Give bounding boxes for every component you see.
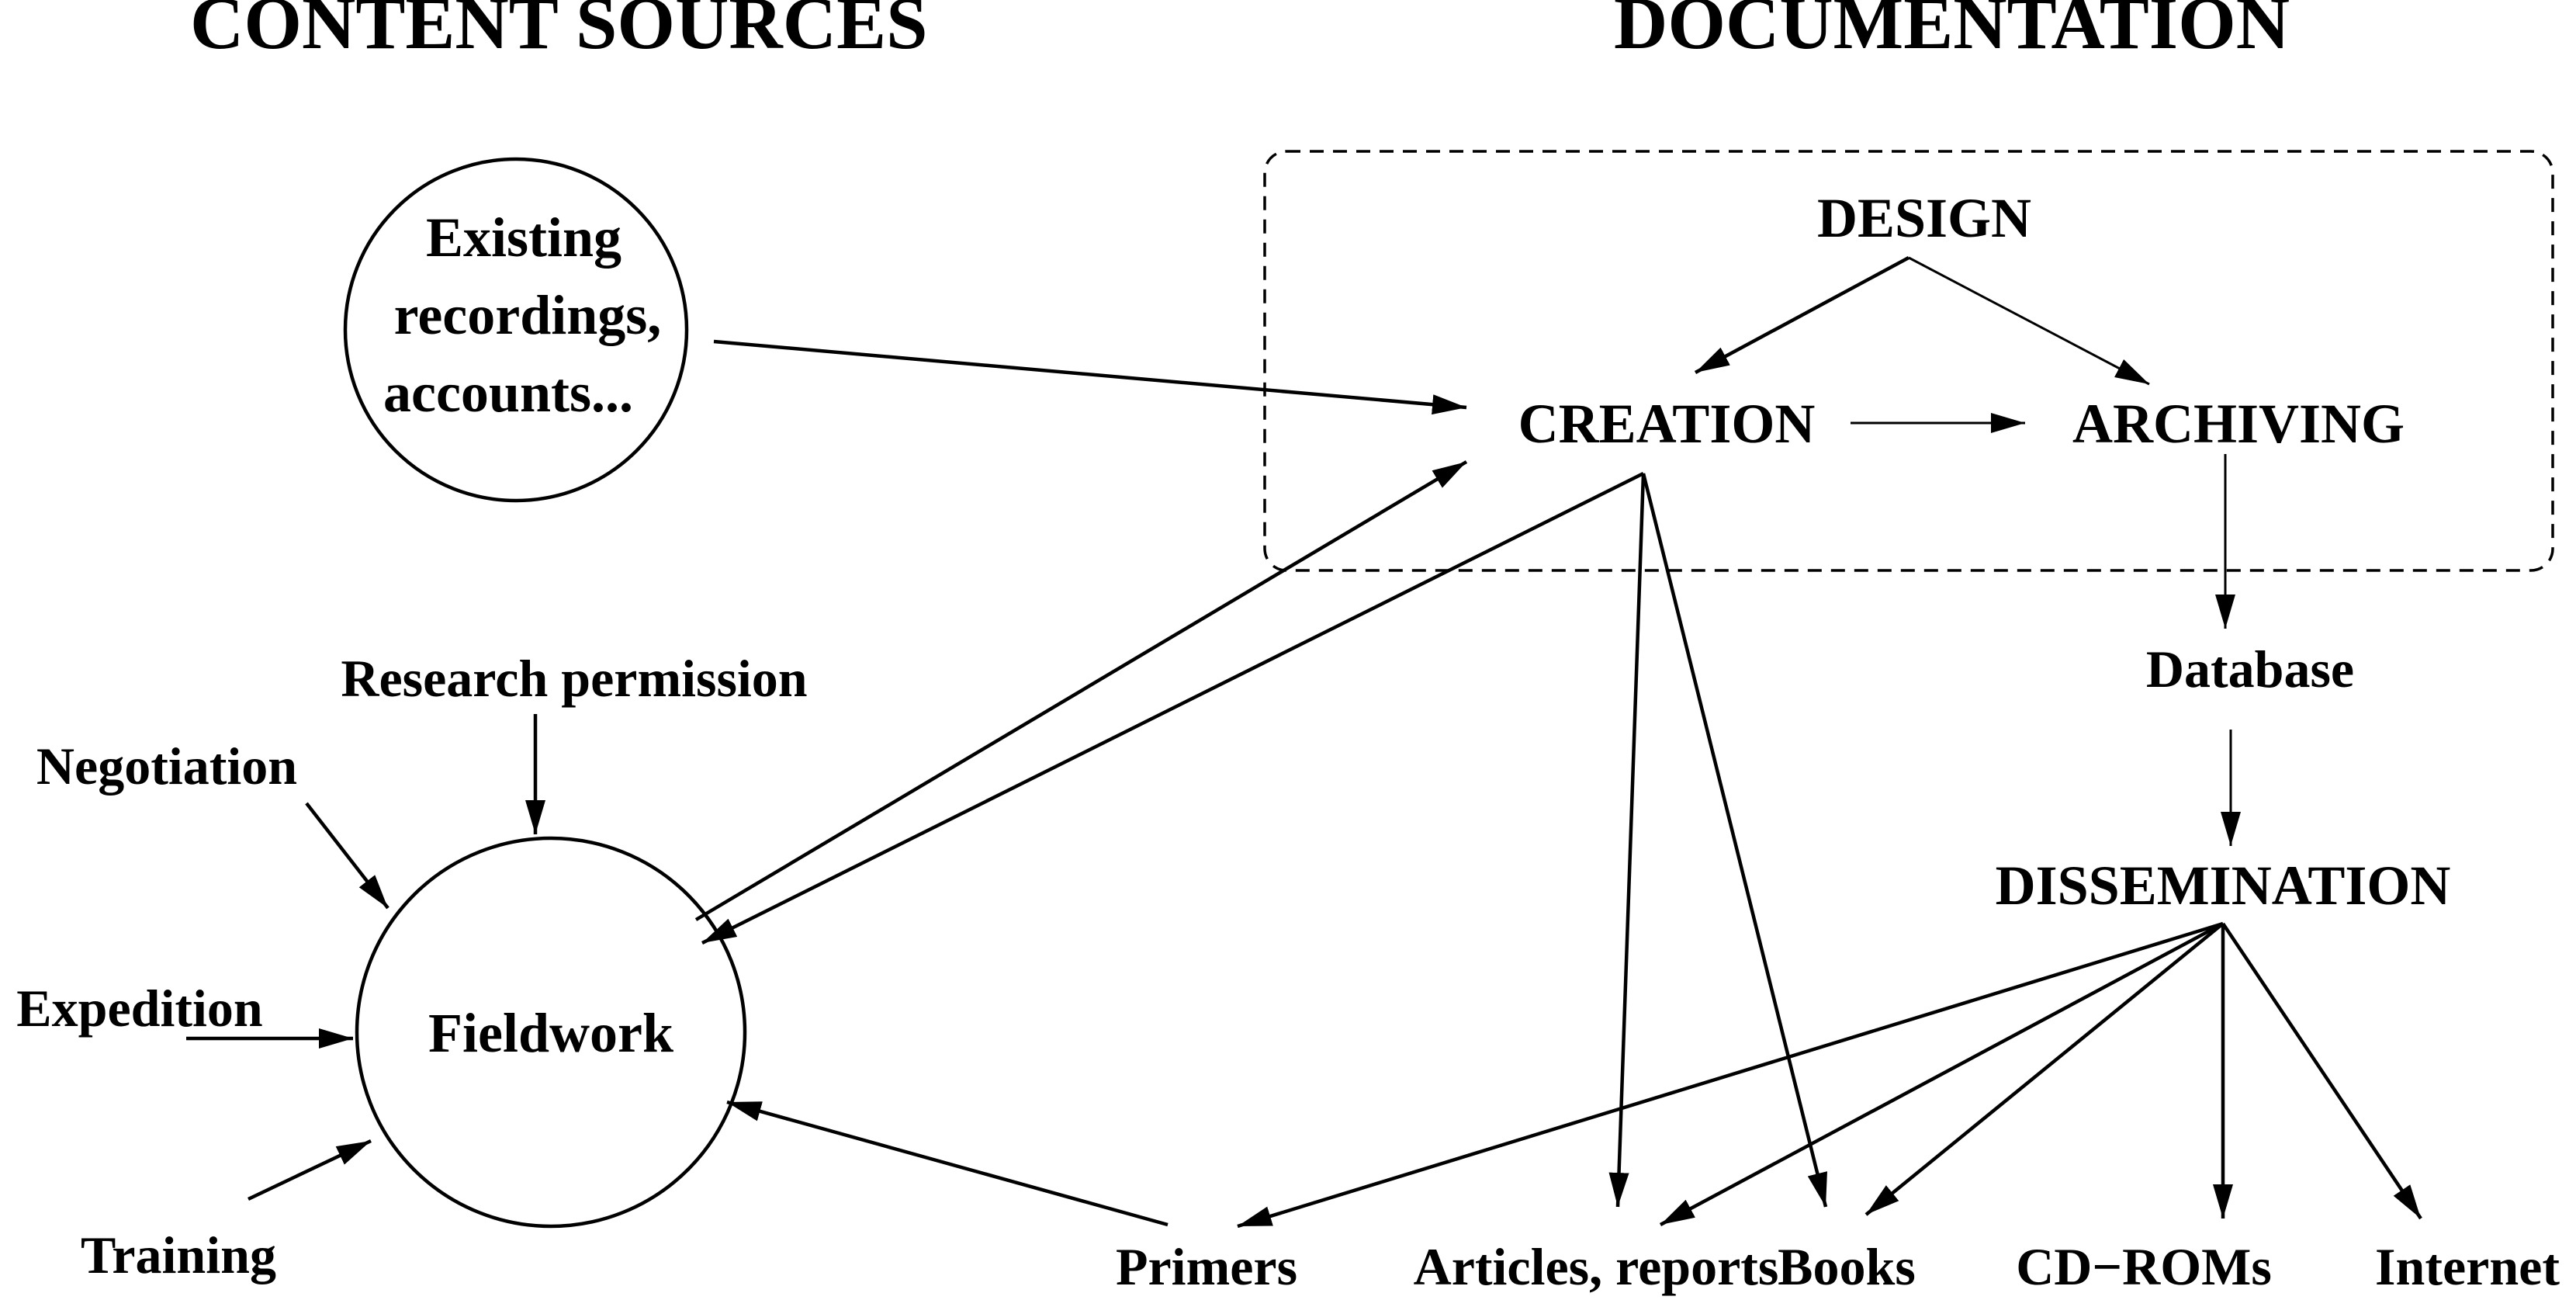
heading-content-sources: CONTENT SOURCES xyxy=(190,0,927,64)
books-label: Books xyxy=(1778,1237,1916,1296)
existing-recordings-node xyxy=(343,157,689,503)
research-permission-label: Research permission xyxy=(341,649,807,708)
training-label: Training xyxy=(81,1225,276,1284)
arrow-design-to-archiving xyxy=(1908,256,2150,386)
arrow-creation-to-articles xyxy=(1608,473,1646,1208)
expedition-label: Expedition xyxy=(16,979,262,1038)
existing-label-line2: recordings, xyxy=(394,284,662,346)
arrow-dissemination-to-books xyxy=(1864,922,2225,1216)
database-label: Database xyxy=(2146,640,2354,699)
articles-reports-label: Articles, reports xyxy=(1414,1237,1779,1296)
arrow-design-to-creation xyxy=(1694,256,1910,374)
cdroms-label: CD−ROMs xyxy=(2016,1237,2272,1296)
negotiation-label: Negotiation xyxy=(36,737,297,796)
archiving-label: ARCHIVING xyxy=(2072,393,2405,455)
documentation-core-box xyxy=(1263,150,2554,572)
primers-label: Primers xyxy=(1116,1237,1297,1296)
arrow-fieldwork-to-creation xyxy=(694,460,1468,921)
arrow-creation-to-books xyxy=(1641,473,1828,1208)
heading-documentation: DOCUMENTATION xyxy=(1614,0,2290,64)
arrow-primers-to-fieldwork xyxy=(726,1100,1169,1227)
dissemination-label: DISSEMINATION xyxy=(1996,855,2451,917)
arrow-creation-to-fieldwork xyxy=(701,471,1645,945)
arrow-existing-to-creation xyxy=(713,339,1467,415)
fieldwork-label: Fieldwork xyxy=(428,1002,673,1064)
existing-label-line1: Existing xyxy=(426,206,621,269)
design-label: DESIGN xyxy=(1817,187,2031,249)
arrow-training-to-fieldwork xyxy=(248,1139,372,1201)
arrow-negotiation-to-fieldwork xyxy=(305,802,390,910)
arrow-dissemination-to-internet xyxy=(2221,922,2422,1220)
existing-label-line3: accounts... xyxy=(383,362,633,424)
creation-label: CREATION xyxy=(1518,393,1816,455)
fieldwork-node xyxy=(355,836,747,1229)
arrow-dissemination-to-primers xyxy=(1237,921,2224,1229)
arrow-dissemination-to-articles xyxy=(1659,922,2225,1226)
internet-label: Internet xyxy=(2375,1237,2560,1296)
